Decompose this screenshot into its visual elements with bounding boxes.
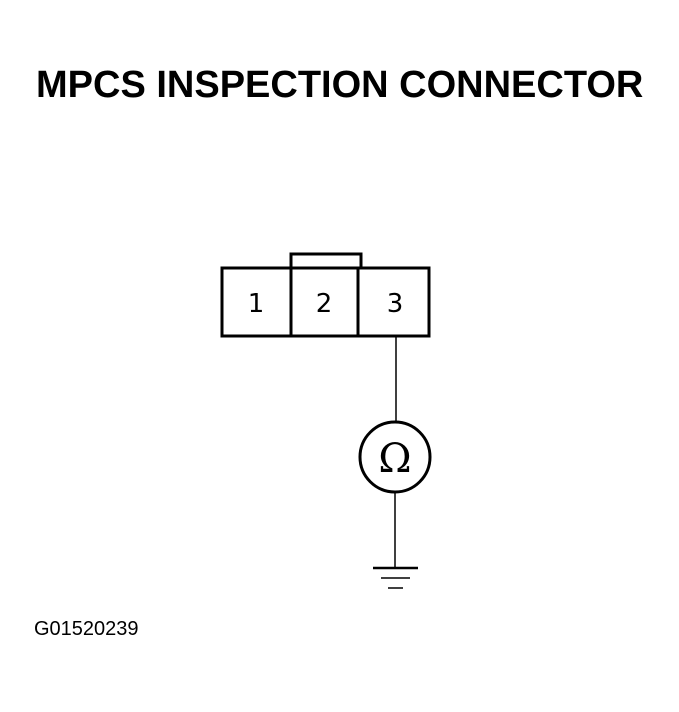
diagram-title: MPCS INSPECTION CONNECTOR [36,64,644,106]
pin-1-label: 1 [248,289,265,319]
ohm-symbol: Ω [378,436,411,482]
connector-body [220,266,431,338]
pin-3-label: 3 [387,289,404,319]
ground-icon [373,566,418,589]
pin-2-label: 2 [316,289,333,319]
connector-lock-tab [289,252,363,268]
figure-id: G01520239 [34,618,139,640]
